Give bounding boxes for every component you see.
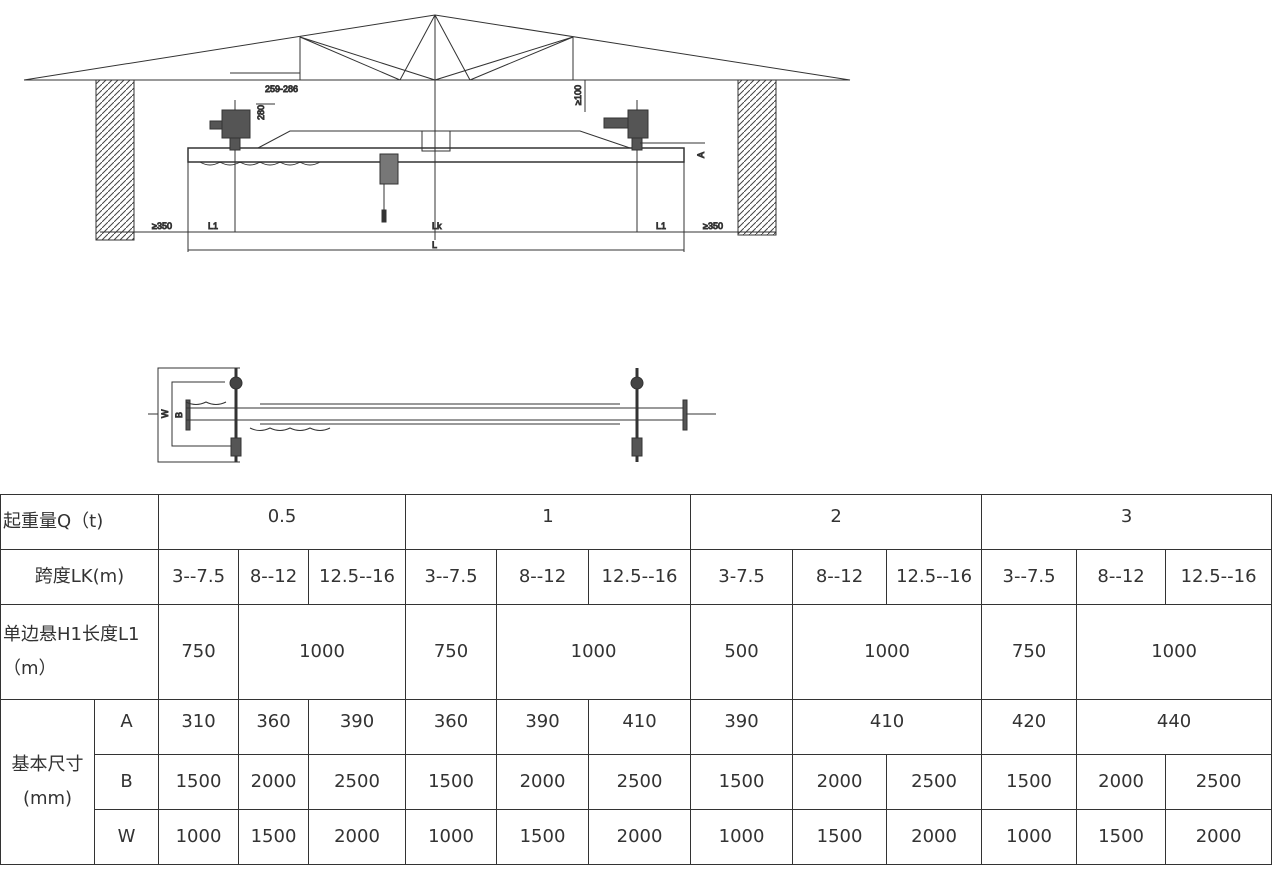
row-header-cell: W [94,809,159,865]
table-cell: 2000 [496,754,590,810]
label-w: W [160,409,170,418]
label-min-350-right: ≥350 [703,221,723,231]
crane-girder [100,100,776,252]
table-cell: 390 [690,699,794,755]
table-cell: 1500 [405,754,498,810]
table-cell: 1000 [792,604,983,700]
table-cell: 2000 [1165,809,1273,865]
table-cell: 2000 [792,754,888,810]
label-a: A [696,152,706,158]
table-cell: A [94,699,159,755]
table-cell: 440 [1076,699,1273,755]
table-cell: 1500 [690,754,794,810]
left-wall [95,79,135,241]
row-header-cell: 起重量Q（t) [0,494,159,550]
table-cell: 750 [158,604,239,700]
table-cell: 1500 [792,809,888,865]
table-cell: 750 [405,604,498,700]
table-cell: 8--12 [238,549,309,605]
table-cell: 12.5--16 [588,549,692,605]
table-cell: 1000 [690,809,794,865]
label-hoist-clearance: 259-286 [265,84,298,94]
table-cell: 390 [496,699,590,755]
row-header-cell: B [94,754,159,810]
label-l1-right: L1 [656,221,666,231]
table-cell: 390 [307,699,407,755]
table-cell: 12.5--16 [1165,549,1273,605]
label-l1-left: L1 [208,221,218,231]
table-cell: 420 [981,699,1078,755]
table-cell: 3--7.5 [981,549,1078,605]
label-min-350-left: ≥350 [152,221,172,231]
table-cell: 8--12 [496,549,590,605]
table-cell: 1000 [158,809,239,865]
row-header-cell: 单边悬H1长度L1（m） [0,604,159,700]
table-cell: 8--12 [792,549,888,605]
table-cell: 410 [588,699,692,755]
table-cell: 3--7.5 [405,549,498,605]
label-b: B [174,412,184,418]
table-cell: 2500 [307,754,407,810]
table-cell: 2500 [1165,754,1273,810]
table-cell: 2000 [1076,754,1167,810]
table-cell: 1000 [405,809,498,865]
table-cell: 3--7.5 [158,549,239,605]
table-cell: 1000 [981,809,1078,865]
label-280: 280 [256,105,266,120]
end-carriage-left [209,109,251,151]
table-cell: 12.5--16 [886,549,983,605]
table-cell: 8--12 [1076,549,1167,605]
table-cell: 2500 [588,754,692,810]
table-cell: 1500 [496,809,590,865]
table-cell: 500 [690,604,794,700]
table-cell: 410 [792,699,983,755]
label-min-100: ≥100 [573,85,583,105]
table-cell: 12.5--16 [307,549,407,605]
table-cell: 1500 [238,809,309,865]
row-header-cell: 基本尺寸(mm) [0,699,95,865]
table-cell: 3 [981,494,1273,550]
roof-truss [23,14,851,240]
table-cell: 310 [158,699,239,755]
table-cell: 2000 [238,754,309,810]
table-cell: 1500 [981,754,1078,810]
table-cell: 1000 [496,604,692,700]
table-cell: 2 [690,494,983,550]
plan-view [148,367,716,463]
table-cell: 2000 [588,809,692,865]
table-cell: 1 [405,494,692,550]
table-cell: 1000 [237,604,407,700]
table-cell: 2000 [307,809,407,865]
label-lk: Lk [432,221,442,231]
table-cell: 2500 [886,754,983,810]
table-cell: 1500 [158,754,239,810]
electric-hoist [379,153,399,223]
table-cell: 3-7.5 [690,549,794,605]
table-cell: 360 [405,699,498,755]
table-cell: 750 [981,604,1078,700]
table-cell: 1500 [1076,809,1167,865]
label-l: L [432,240,437,250]
table-cell: 360 [238,699,309,755]
crane-drawing: 259-286 280 ≥100 A ≥350 L1 Lk L1 ≥350 L … [23,14,851,463]
end-carriage-right [603,109,649,151]
right-wall [737,79,777,236]
table-cell: 1000 [1076,604,1273,700]
table-cell: 2000 [886,809,983,865]
table-cell: 0.5 [157,494,407,550]
row-header-cell: 跨度LK(m) [0,549,159,605]
